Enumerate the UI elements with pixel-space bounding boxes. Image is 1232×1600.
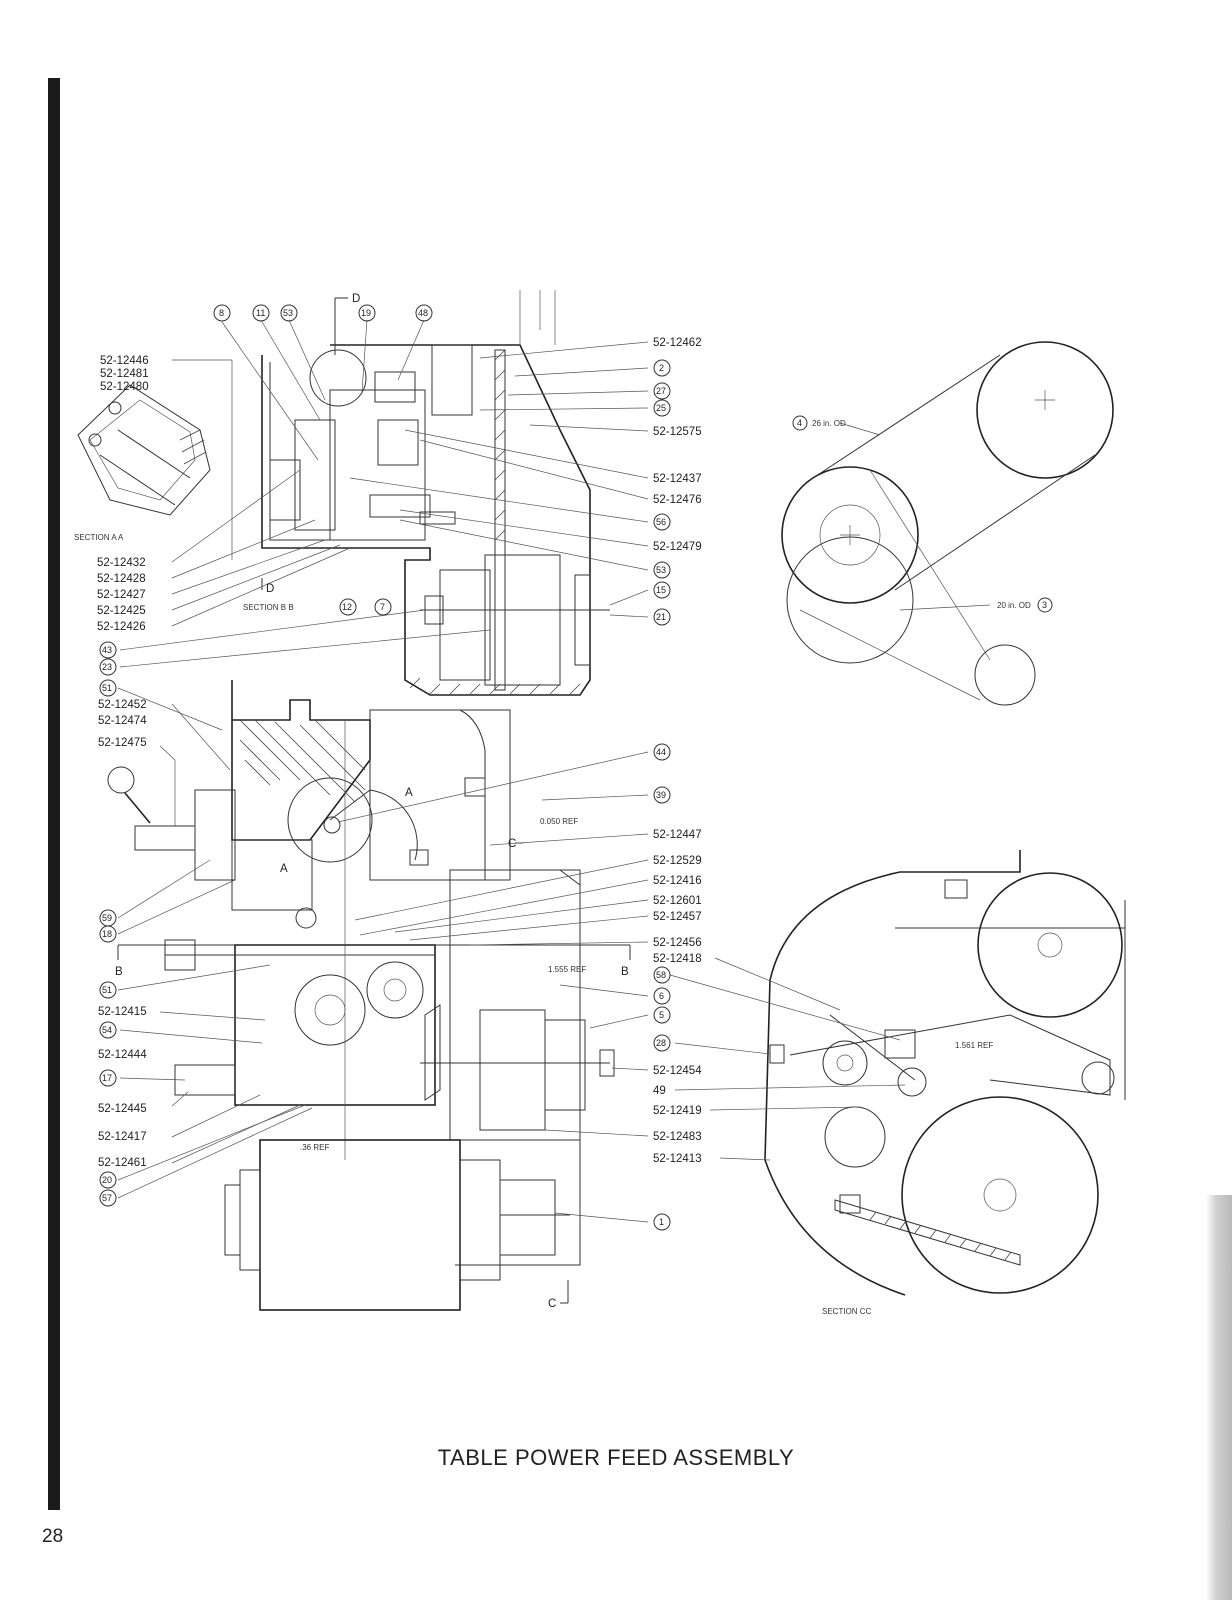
label-52-12479: 52-12479 <box>653 541 702 553</box>
label-52-12457: 52-12457 <box>653 911 702 923</box>
label-52-12461: 52-12461 <box>98 1157 147 1169</box>
label-52-12413: 52-12413 <box>653 1153 702 1165</box>
label-52-12483: 52-12483 <box>653 1131 702 1143</box>
label-49: 49 <box>653 1085 666 1097</box>
label-52-12417: 52-12417 <box>98 1131 147 1143</box>
page-edge-shadow <box>1206 1195 1232 1600</box>
bubble-6: 6 <box>659 991 664 1001</box>
label-52-12415: 52-12415 <box>98 1006 147 1018</box>
pulley-diagram <box>781 341 1114 706</box>
bubble-2: 2 <box>659 363 664 373</box>
section-letter-d-bottom: D <box>266 583 274 595</box>
leader-lines <box>117 319 991 1223</box>
bubble-56: 56 <box>656 517 666 527</box>
bubble-17: 17 <box>102 1073 112 1083</box>
bubble-20: 20 <box>102 1175 112 1185</box>
label-52-12454: 52-12454 <box>653 1065 702 1077</box>
bubble-25: 25 <box>656 403 666 413</box>
bubble-5: 5 <box>659 1010 664 1020</box>
label-52-12445: 52-12445 <box>98 1103 147 1115</box>
bubble-8: 8 <box>219 308 224 318</box>
lower-assembly <box>107 680 631 1311</box>
section-letter-b-left: B <box>115 966 123 978</box>
page-title: TABLE POWER FEED ASSEMBLY <box>437 1445 795 1470</box>
label-52-12452: 52-12452 <box>98 699 147 711</box>
label-52-12419: 52-12419 <box>653 1105 702 1117</box>
pulley-label-bottom: 20 in. OD <box>997 601 1031 610</box>
label-52-12462: 52-12462 <box>653 337 702 349</box>
label-52-12418: 52-12418 <box>653 953 702 965</box>
label-52-12456: 52-12456 <box>653 937 702 949</box>
section-aa-label: SECTION A A <box>74 533 124 542</box>
label-52-12447: 52-12447 <box>653 829 702 841</box>
callout-bubbles <box>99 304 1053 1231</box>
label-52-12446: 52-12446 <box>100 355 149 367</box>
section-letter-c-bottom: C <box>548 1298 556 1310</box>
bubble-21: 21 <box>656 612 666 622</box>
section-letter-a-lower: A <box>280 863 288 875</box>
bubble-43: 43 <box>102 645 112 655</box>
bubble-53: 53 <box>656 565 666 575</box>
label-52-12481: 52-12481 <box>100 368 149 380</box>
bubble-39: 39 <box>656 790 666 800</box>
section-bb-label: SECTION B B <box>243 603 294 612</box>
bubble-18: 18 <box>102 929 112 939</box>
label-52-12575: 52-12575 <box>653 426 702 438</box>
section-cc-label: SECTION CC <box>822 1307 872 1316</box>
section-letter-a-upper: A <box>405 787 413 799</box>
label-52-12474: 52-12474 <box>98 715 147 727</box>
section-letter-b-right: B <box>621 966 629 978</box>
bubble-54: 54 <box>102 1025 112 1035</box>
label-52-12425: 52-12425 <box>97 605 146 617</box>
labels: 52-12462 2 27 25 52-12575 52-12437 52-12… <box>74 293 1047 1316</box>
section-letter-d-top: D <box>352 293 360 305</box>
bubble-15: 15 <box>656 585 666 595</box>
label-52-12475: 52-12475 <box>98 737 147 749</box>
label-52-12601: 52-12601 <box>653 895 702 907</box>
label-52-12437: 52-12437 <box>653 473 702 485</box>
dim-d: 1.561 REF <box>955 1041 993 1050</box>
bubble-7: 7 <box>380 602 385 612</box>
label-52-12416: 52-12416 <box>653 875 702 887</box>
bubble-11: 11 <box>256 308 265 318</box>
bubble-59: 59 <box>102 913 112 923</box>
upper-assembly <box>261 290 610 696</box>
bubble-57: 57 <box>102 1193 112 1203</box>
dim-c: .36 REF <box>300 1143 329 1152</box>
label-52-12432: 52-12432 <box>97 557 146 569</box>
label-52-12480: 52-12480 <box>100 381 149 393</box>
bubble-53-top: 53 <box>283 308 293 318</box>
pulley-bubble-3: 3 <box>1042 600 1047 610</box>
binding-bar <box>48 78 60 1510</box>
bubble-27: 27 <box>656 386 666 396</box>
bubble-58: 58 <box>656 970 666 980</box>
section-cc-drawing <box>764 850 1126 1296</box>
bubble-28: 28 <box>656 1038 666 1048</box>
bubble-51-bottom: 51 <box>102 985 112 995</box>
bubble-1: 1 <box>659 1217 664 1227</box>
section-aa-detail <box>77 384 211 516</box>
bubble-19: 19 <box>361 308 371 318</box>
pulley-label-top: 26 in. OD <box>812 419 846 428</box>
bubble-44: 44 <box>656 747 666 757</box>
section-letter-c-top: C <box>508 838 516 850</box>
dim-b: 1.555 REF <box>548 965 586 974</box>
dim-a: 0.050 REF <box>540 817 578 826</box>
label-52-12529: 52-12529 <box>653 855 702 867</box>
label-52-12427: 52-12427 <box>97 589 146 601</box>
bubble-23: 23 <box>102 662 112 672</box>
page-number: 28 <box>42 1526 64 1547</box>
bubble-48: 48 <box>418 308 428 318</box>
label-52-12476: 52-12476 <box>653 494 702 506</box>
pulley-bubble-4: 4 <box>797 418 802 428</box>
bubble-51-top: 51 <box>102 683 112 693</box>
label-52-12426: 52-12426 <box>97 621 146 633</box>
bubble-12: 12 <box>342 602 352 612</box>
label-52-12428: 52-12428 <box>97 573 146 585</box>
label-52-12444: 52-12444 <box>98 1049 147 1061</box>
